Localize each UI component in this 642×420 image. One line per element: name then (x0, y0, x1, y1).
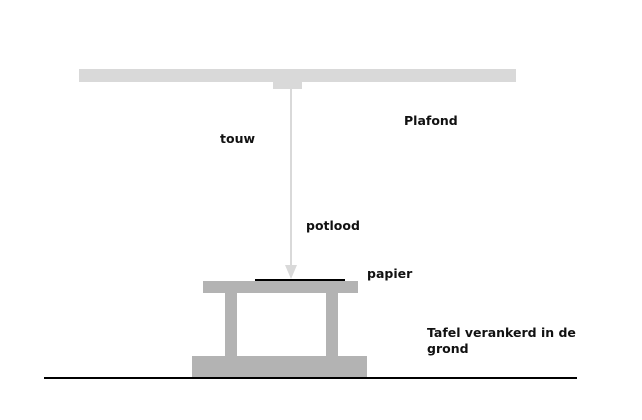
pencil-label: potlood (306, 218, 360, 233)
ceiling-bar (79, 69, 516, 82)
table-label-line2: grond (427, 341, 469, 356)
rope-label: touw (220, 131, 256, 146)
table-leg-left (225, 293, 237, 356)
pencil-arrow-icon (285, 245, 297, 279)
table-leg-right (326, 293, 338, 356)
ground-line (44, 377, 577, 379)
table-top (203, 281, 358, 293)
rope-line (290, 89, 292, 267)
ceiling-label: Plafond (404, 113, 458, 128)
ceiling-mount (273, 82, 302, 89)
paper-sheet (255, 279, 345, 281)
paper-label: papier (367, 266, 413, 281)
table-label-line1: Tafel verankerd in de (427, 325, 576, 340)
table-base (192, 356, 367, 377)
